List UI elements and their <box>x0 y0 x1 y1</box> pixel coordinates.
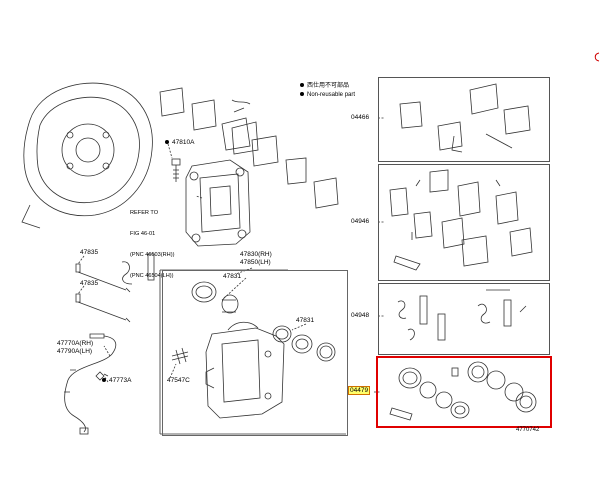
reference-line-3: (PNC 46503(RH)) <box>130 252 175 258</box>
kit-frame-04946 <box>378 164 550 281</box>
bleeder-47547c-drawing <box>171 347 189 365</box>
part-label-04946[interactable]: 04946 <box>351 218 370 225</box>
part-label-47547c[interactable]: 47547C <box>167 377 190 384</box>
caliper-bracket-drawing <box>185 159 251 247</box>
reference-line-4: (PNC 46504(LH)) <box>130 273 174 279</box>
caliper-assembly-frame <box>162 270 348 436</box>
corner-mark-icon <box>594 52 600 62</box>
dust-shield-drawing <box>21 82 153 229</box>
part-label-47830[interactable]: 47830(RH) <box>240 251 272 258</box>
kit-04479-drawing <box>389 361 537 421</box>
bolt-47810a-drawing <box>171 158 181 182</box>
figure-id: 4770742 <box>516 427 540 433</box>
part-label-04479-selected[interactable]: 04479 <box>348 386 371 395</box>
part-label-47835-bottom[interactable]: 47835 <box>80 280 99 287</box>
reference-note: REFER TO FIG 46-01 (PNC 46503(RH)) (PNC … <box>130 196 174 294</box>
kit-frame-04466 <box>378 77 550 162</box>
reference-line-1: REFER TO <box>130 210 159 216</box>
part-label-47770a[interactable]: 47770A(RH) <box>57 340 94 347</box>
kit-frame-04948 <box>378 283 550 355</box>
pin-47835-drawing <box>75 263 131 323</box>
piston-kit-right-drawing <box>272 325 336 362</box>
reference-line-2: FIG 46-01 <box>130 231 156 237</box>
legend-item-nonreusable-jp: 西仕用不可部品 <box>300 82 349 90</box>
part-label-04948[interactable]: 04948 <box>351 312 370 319</box>
non-reusable-dot-icon <box>102 378 106 383</box>
part-label-47831-b[interactable]: 47831 <box>296 317 315 324</box>
caliper-body-drawing <box>205 321 285 419</box>
selected-part-code: 04479 <box>348 386 371 395</box>
legend-item-nonreusable-en: Non-reusable part <box>300 91 355 99</box>
kit-frame-04479-highlighted <box>376 356 552 428</box>
wheel-sensor-drawing <box>64 333 117 435</box>
non-reusable-dot-icon <box>300 92 304 97</box>
spring-clips-drawing <box>121 253 155 285</box>
part-label-47810a[interactable]: 47810A <box>165 139 194 147</box>
non-reusable-dot-icon <box>300 83 304 88</box>
part-label-04466[interactable]: 04466 <box>351 114 370 121</box>
part-label-47835-top[interactable]: 47835 <box>80 249 99 256</box>
pads-top-drawing <box>159 87 339 209</box>
piston-kit-left-drawing <box>191 281 239 314</box>
part-label-47773a[interactable]: 47773A <box>102 377 131 385</box>
non-reusable-dot-icon <box>165 140 169 145</box>
part-label-47831-a[interactable]: 47831 <box>223 273 242 280</box>
kit-04946-drawing <box>389 169 533 271</box>
kit-04466-drawing <box>399 83 531 153</box>
kit-04948-drawing <box>397 289 527 341</box>
part-label-47790a[interactable]: 47790A(LH) <box>57 348 93 355</box>
leader-lines <box>77 117 384 393</box>
part-label-47850[interactable]: 47850(LH) <box>240 259 271 266</box>
